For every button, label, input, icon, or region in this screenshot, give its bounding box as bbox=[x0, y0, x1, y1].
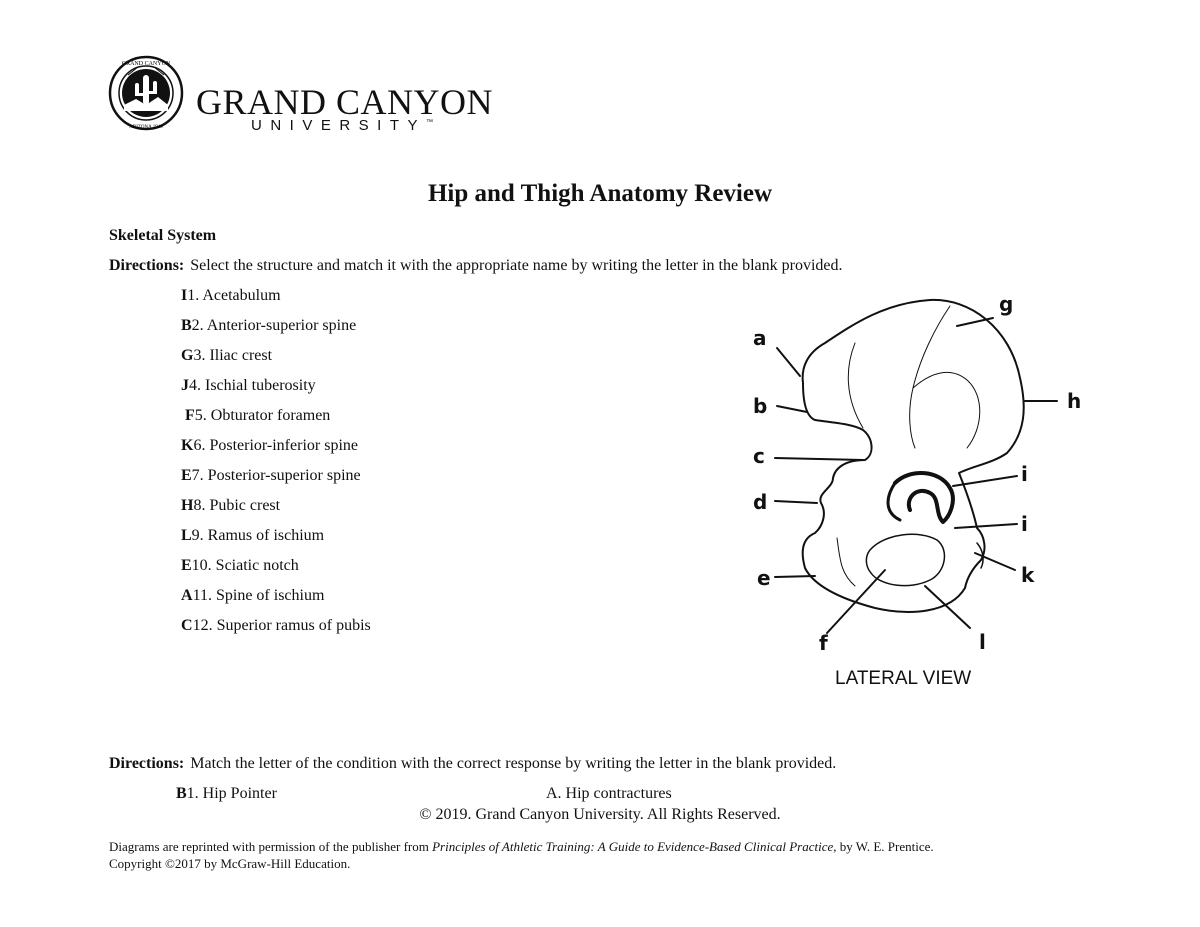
list-item: J4. Ischial tuberosity bbox=[181, 376, 371, 406]
diagram-label-g: g bbox=[999, 292, 1014, 316]
item-label: 4. Ischial tuberosity bbox=[189, 377, 316, 394]
university-seal-icon: GRAND CANYON ARIZONA 1949 bbox=[108, 55, 184, 131]
diagram-label-l: l bbox=[979, 630, 986, 654]
item-label: 12. Superior ramus of pubis bbox=[192, 617, 371, 634]
answer-blank[interactable]: I bbox=[181, 287, 188, 304]
credit-prefix: Diagrams are reprinted with permission o… bbox=[109, 839, 433, 854]
item-label: 5. Obturator foramen bbox=[194, 407, 331, 424]
diagram-label-f: f bbox=[819, 631, 828, 655]
credit-line-1: Diagrams are reprinted with permission o… bbox=[109, 838, 934, 855]
directions-conditions: Directions: Match the letter of the condi… bbox=[109, 755, 836, 773]
condition-item: B1. Hip Pointer bbox=[176, 785, 277, 803]
page-title: Hip and Thigh Anatomy Review bbox=[427, 180, 773, 207]
list-item: L9. Ramus of ischium bbox=[181, 526, 371, 556]
answer-blank[interactable]: F bbox=[181, 407, 195, 424]
credit-line-2: Copyright ©2017 by McGraw-Hill Education… bbox=[109, 856, 351, 871]
item-label: 6. Posterior-inferior spine bbox=[193, 437, 358, 454]
answer-blank[interactable]: B bbox=[181, 317, 192, 334]
hip-bone-diagram: a b c d e f g h i i k l LATERAL VIEW bbox=[745, 288, 1090, 693]
list-item: K6. Posterior-inferior spine bbox=[181, 436, 371, 466]
answer-blank[interactable]: K bbox=[181, 437, 194, 454]
diagram-label-b: b bbox=[753, 394, 768, 418]
svg-text:GRAND CANYON: GRAND CANYON bbox=[122, 61, 171, 67]
directions-skeletal: Directions: Select the structure and matc… bbox=[109, 257, 843, 275]
list-item: E7. Posterior-superior spine bbox=[181, 466, 371, 496]
diagram-label-i: i bbox=[1021, 462, 1028, 486]
directions-text: Select the structure and match it with t… bbox=[190, 257, 843, 274]
item-label: 8. Pubic crest bbox=[193, 497, 281, 514]
item-label: 1. Acetabulum bbox=[187, 287, 281, 304]
answer-blank[interactable]: B bbox=[176, 785, 187, 802]
svg-text:ARIZONA 1949: ARIZONA 1949 bbox=[129, 125, 163, 130]
diagram-label-e: e bbox=[757, 566, 771, 590]
university-name: GRAND CANYON bbox=[196, 82, 494, 122]
item-label: 10. Sciatic notch bbox=[191, 557, 299, 574]
item-label: 7. Posterior-superior spine bbox=[191, 467, 361, 484]
list-item: C12. Superior ramus of pubis bbox=[181, 616, 371, 646]
diagram-label-k: k bbox=[1021, 563, 1035, 587]
answer-blank[interactable]: E bbox=[181, 467, 192, 484]
directions-label: Directions: bbox=[109, 755, 185, 772]
hip-bone-drawing bbox=[774, 298, 1058, 634]
list-item: F5. Obturator foramen bbox=[181, 406, 371, 436]
university-subtitle: UNIVERSITY™ bbox=[251, 117, 433, 134]
diagram-label-d: d bbox=[753, 490, 768, 514]
diagram-label-c: c bbox=[753, 444, 765, 468]
item-label: 2. Anterior-superior spine bbox=[191, 317, 357, 334]
answer-blank[interactable]: L bbox=[181, 527, 192, 544]
response-option: A. Hip contractures bbox=[546, 785, 672, 802]
trademark-symbol: ™ bbox=[426, 119, 434, 126]
copyright-notice: © 2019. Grand Canyon University. All Rig… bbox=[419, 806, 781, 823]
credit-suffix: , by W. E. Prentice. bbox=[833, 839, 934, 854]
answer-blank[interactable]: H bbox=[181, 497, 194, 514]
list-item: A11. Spine of ischium bbox=[181, 586, 371, 616]
list-item: H8. Pubic crest bbox=[181, 496, 371, 526]
answer-blank[interactable]: C bbox=[181, 617, 193, 634]
answer-blank[interactable]: A bbox=[181, 587, 193, 604]
answer-blank[interactable]: J bbox=[181, 377, 189, 394]
skeletal-item-list: I1. Acetabulum B2. Anterior-superior spi… bbox=[181, 286, 371, 646]
answer-blank[interactable]: E bbox=[181, 557, 192, 574]
answer-blank[interactable]: G bbox=[181, 347, 194, 364]
credit-book-title: Principles of Athletic Training: A Guide… bbox=[432, 839, 834, 854]
directions-text: Match the letter of the condition with t… bbox=[190, 755, 837, 772]
list-item: E10. Sciatic notch bbox=[181, 556, 371, 586]
item-label: 9. Ramus of ischium bbox=[191, 527, 325, 544]
diagram-label-h: h bbox=[1067, 389, 1082, 413]
image-credit: Diagrams are reprinted with permission o… bbox=[109, 838, 934, 872]
list-item: G3. Iliac crest bbox=[181, 346, 371, 376]
item-label: 3. Iliac crest bbox=[193, 347, 273, 364]
university-logo: GRAND CANYON ARIZONA 1949 GRAND CANYON U… bbox=[108, 55, 493, 135]
section-heading: Skeletal System bbox=[109, 227, 217, 244]
list-item: I1. Acetabulum bbox=[181, 286, 371, 316]
condition-label: 1. Hip Pointer bbox=[186, 785, 277, 802]
diagram-label-a: a bbox=[753, 326, 767, 350]
university-sub-text: UNIVERSITY bbox=[251, 117, 427, 134]
directions-label: Directions: bbox=[109, 257, 185, 274]
diagram-view-label: LATERAL VIEW bbox=[835, 668, 972, 689]
list-item: B2. Anterior-superior spine bbox=[181, 316, 371, 346]
diagram-label-j: i bbox=[1021, 512, 1028, 536]
item-label: 11. Spine of ischium bbox=[192, 587, 325, 604]
